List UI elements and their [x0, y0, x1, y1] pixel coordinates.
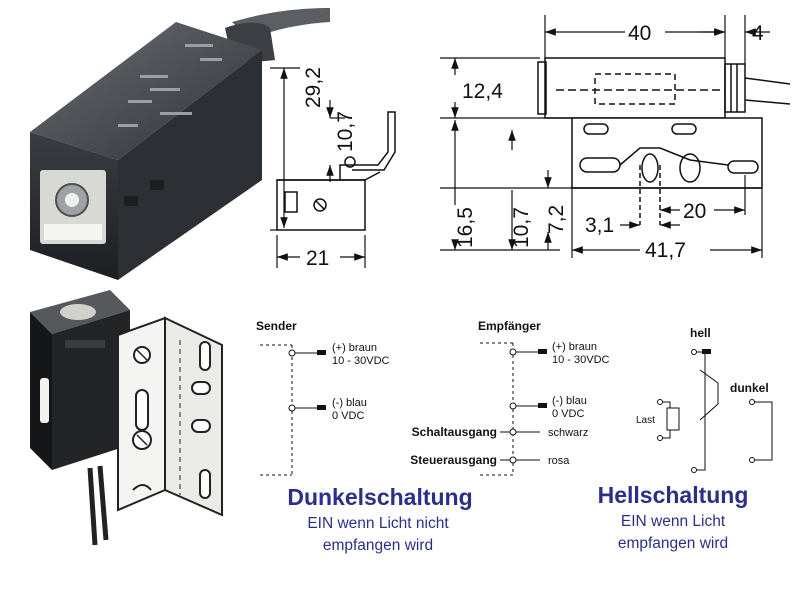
dim-4: 4	[752, 22, 764, 45]
sender-minus-voltage: 0 VDC	[332, 410, 364, 422]
control-output-wire: rosa	[548, 455, 570, 467]
dim-21: 21	[306, 247, 329, 270]
front-view-drawing	[537, 57, 791, 225]
dim-41-7: 41,7	[645, 239, 686, 262]
receiver-plus-terminal	[538, 349, 547, 354]
dim-7-2: 7,2	[545, 205, 568, 234]
receiver-wiring	[480, 342, 680, 476]
sender-plus-label: (+) braun	[332, 342, 377, 354]
dunkel-label: dunkel	[730, 381, 769, 395]
receiver-plus-label: (+) braun	[552, 341, 597, 353]
sender-plus-voltage: 10 - 30VDC	[332, 355, 390, 367]
dark-mode-line1: EIN wenn Licht nicht	[307, 515, 449, 532]
receiver-minus-label: (-) blau	[552, 395, 587, 407]
light-mode-line1: EIN wenn Licht	[621, 513, 726, 530]
receiver-minus-terminal	[538, 403, 547, 408]
side-view-drawing	[276, 111, 396, 231]
dark-mode-line2: empfangen wird	[323, 537, 433, 554]
bracket-photo	[30, 290, 223, 546]
hell-label: hell	[690, 326, 711, 340]
receiver-minus-voltage: 0 VDC	[552, 408, 584, 420]
control-output-label: Steuerausgang	[410, 453, 497, 467]
receiver-title: Empfänger	[478, 319, 541, 333]
dark-mode-title: Dunkelschaltung	[287, 484, 472, 510]
front-view-dimensions	[440, 15, 770, 258]
side-view-dimensions	[270, 67, 366, 268]
sensor-photo	[30, 8, 330, 280]
sender-minus-terminal	[317, 405, 326, 410]
dim-10-7-front: 10,7	[510, 207, 533, 248]
sender-title: Sender	[256, 319, 297, 333]
sender-plus-terminal	[317, 350, 326, 355]
hell-terminal	[702, 349, 711, 354]
sender-minus-label: (-) blau	[332, 397, 367, 409]
dim-20: 20	[683, 200, 706, 223]
dim-16-5: 16,5	[454, 207, 477, 248]
switching-diagram	[691, 349, 773, 473]
light-mode-title: Hellschaltung	[598, 482, 749, 508]
dim-10-7-side: 10,7	[334, 111, 357, 152]
dim-29-2: 29,2	[302, 67, 325, 108]
dim-3-1: 3,1	[585, 214, 614, 237]
switch-output-wire: schwarz	[548, 427, 588, 439]
switch-output-label: Schaltausgang	[412, 425, 497, 439]
load-label: Last	[636, 415, 655, 426]
light-mode-line2: empfangen wird	[618, 535, 728, 552]
dim-12-4: 12,4	[462, 80, 503, 103]
sender-wiring	[260, 344, 318, 476]
receiver-plus-voltage: 10 - 30VDC	[552, 354, 610, 366]
dim-40: 40	[628, 22, 651, 45]
